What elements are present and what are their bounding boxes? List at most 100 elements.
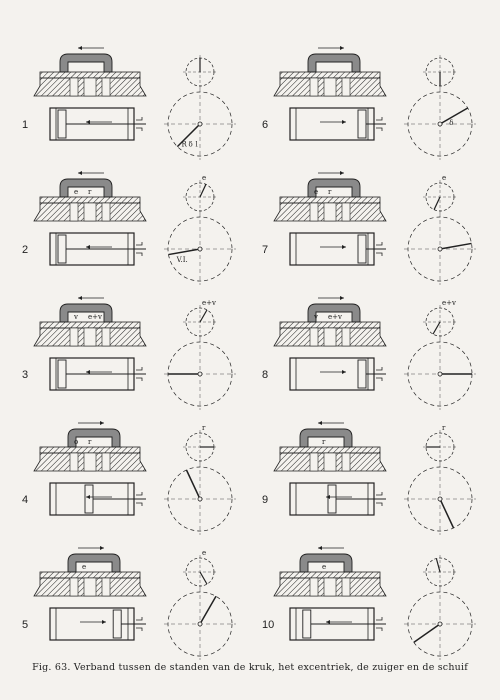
d-slide-valve [307, 53, 361, 73]
eccentric-diagram: e+v [423, 299, 457, 339]
crank-diagram [404, 338, 476, 410]
eccentric-diagram: e [183, 549, 217, 589]
d-slide-valve [299, 553, 353, 573]
exhaust-port [323, 327, 337, 347]
slide-valve-section [33, 46, 147, 97]
piston-direction-arrow-head [342, 370, 346, 374]
steam-port-left [69, 327, 79, 347]
exhaust-port [323, 202, 337, 222]
crank-label: δ [449, 119, 453, 127]
panel-9: r9r [262, 421, 476, 535]
piston-direction-arrow-head [86, 245, 90, 249]
piston [302, 609, 312, 639]
stuffing-box [376, 117, 383, 131]
crank-centre [197, 121, 203, 127]
slide-label: e [82, 563, 86, 571]
slide-label: o [74, 438, 78, 446]
steam-port-right [341, 202, 351, 222]
piston [112, 609, 122, 639]
eccentric-label: e [202, 549, 206, 557]
panel-number: 6 [262, 119, 268, 131]
eccentric-diagram: e [423, 174, 457, 214]
piston-direction-arrow-head [86, 495, 90, 499]
slide-valve-section: e [273, 546, 387, 597]
eccentric-radius [199, 309, 208, 323]
d-slide-valve [67, 428, 121, 448]
panel-number: 10 [262, 619, 274, 631]
crank-arm [185, 469, 201, 500]
valve-seat-face [39, 321, 141, 329]
steam-port-right [101, 452, 111, 472]
cylinder [289, 607, 386, 641]
cylinder [49, 482, 146, 516]
steam-port-right [101, 577, 111, 597]
crank-centre [437, 121, 443, 127]
slide-direction-arrow-head [318, 421, 322, 425]
d-slide-valve [67, 553, 121, 573]
piston-direction-arrow-head [342, 120, 346, 124]
crank-centre [197, 371, 203, 377]
slide-direction-arrow-head [100, 546, 104, 550]
piston-direction-arrow-head [326, 495, 330, 499]
crank-diagram [404, 588, 476, 660]
slide-direction-arrow-head [78, 296, 82, 300]
panel-number: 7 [262, 244, 268, 256]
piston-direction-arrow-head [86, 120, 90, 124]
slide-direction-arrow-head [340, 171, 344, 175]
exhaust-port [323, 77, 337, 97]
crank-label: R [182, 140, 188, 148]
panel-number: 4 [22, 494, 28, 506]
piston-direction-arrow-head [102, 620, 106, 624]
panel-number: 5 [22, 619, 28, 631]
crank-centre [437, 621, 443, 627]
slide-label: e+v [328, 313, 342, 321]
crank-diagram: V.I. [164, 213, 236, 285]
eccentric-radius [432, 321, 441, 335]
steam-port-left [69, 202, 79, 222]
slide-direction-arrow-head [78, 46, 82, 50]
d-slide-valve [307, 178, 361, 198]
crank-label: V.I. [176, 256, 188, 264]
piston [357, 234, 367, 264]
valve-seat-face [279, 196, 381, 204]
cylinder [289, 232, 386, 266]
stuffing-box [136, 367, 143, 381]
stuffing-box [376, 617, 383, 631]
slide-valve-section [273, 46, 387, 97]
eccentric-diagram: e [183, 174, 217, 214]
steam-port-left [309, 77, 319, 97]
stuffing-box [136, 617, 143, 631]
slide-direction-arrow-head [78, 171, 82, 175]
steam-port-right [341, 577, 351, 597]
valve-seat-face [279, 321, 381, 329]
piston [57, 359, 67, 389]
valve-seat-face [39, 571, 141, 579]
slide-label: e [322, 563, 326, 571]
exhaust-port [83, 452, 97, 472]
eccentric-diagram: r [183, 424, 217, 464]
panel-number: 1 [22, 119, 28, 131]
panel-10: e 10 [262, 546, 476, 660]
cylinder [49, 357, 146, 391]
slide-label: v [313, 313, 318, 321]
crank-diagram [404, 213, 476, 285]
valve-seat-face [279, 571, 381, 579]
steam-port-right [341, 327, 351, 347]
panel-number: 2 [22, 244, 28, 256]
eccentric-label: e+v [442, 299, 456, 307]
exhaust-port [83, 577, 97, 597]
piston [57, 234, 67, 264]
exhaust-port [323, 452, 337, 472]
crank-diagram [164, 338, 236, 410]
d-slide-valve [299, 428, 353, 448]
crank-centre [437, 371, 443, 377]
piston [84, 484, 94, 514]
crank-diagram [404, 463, 476, 535]
eccentric-label: e [442, 174, 446, 182]
